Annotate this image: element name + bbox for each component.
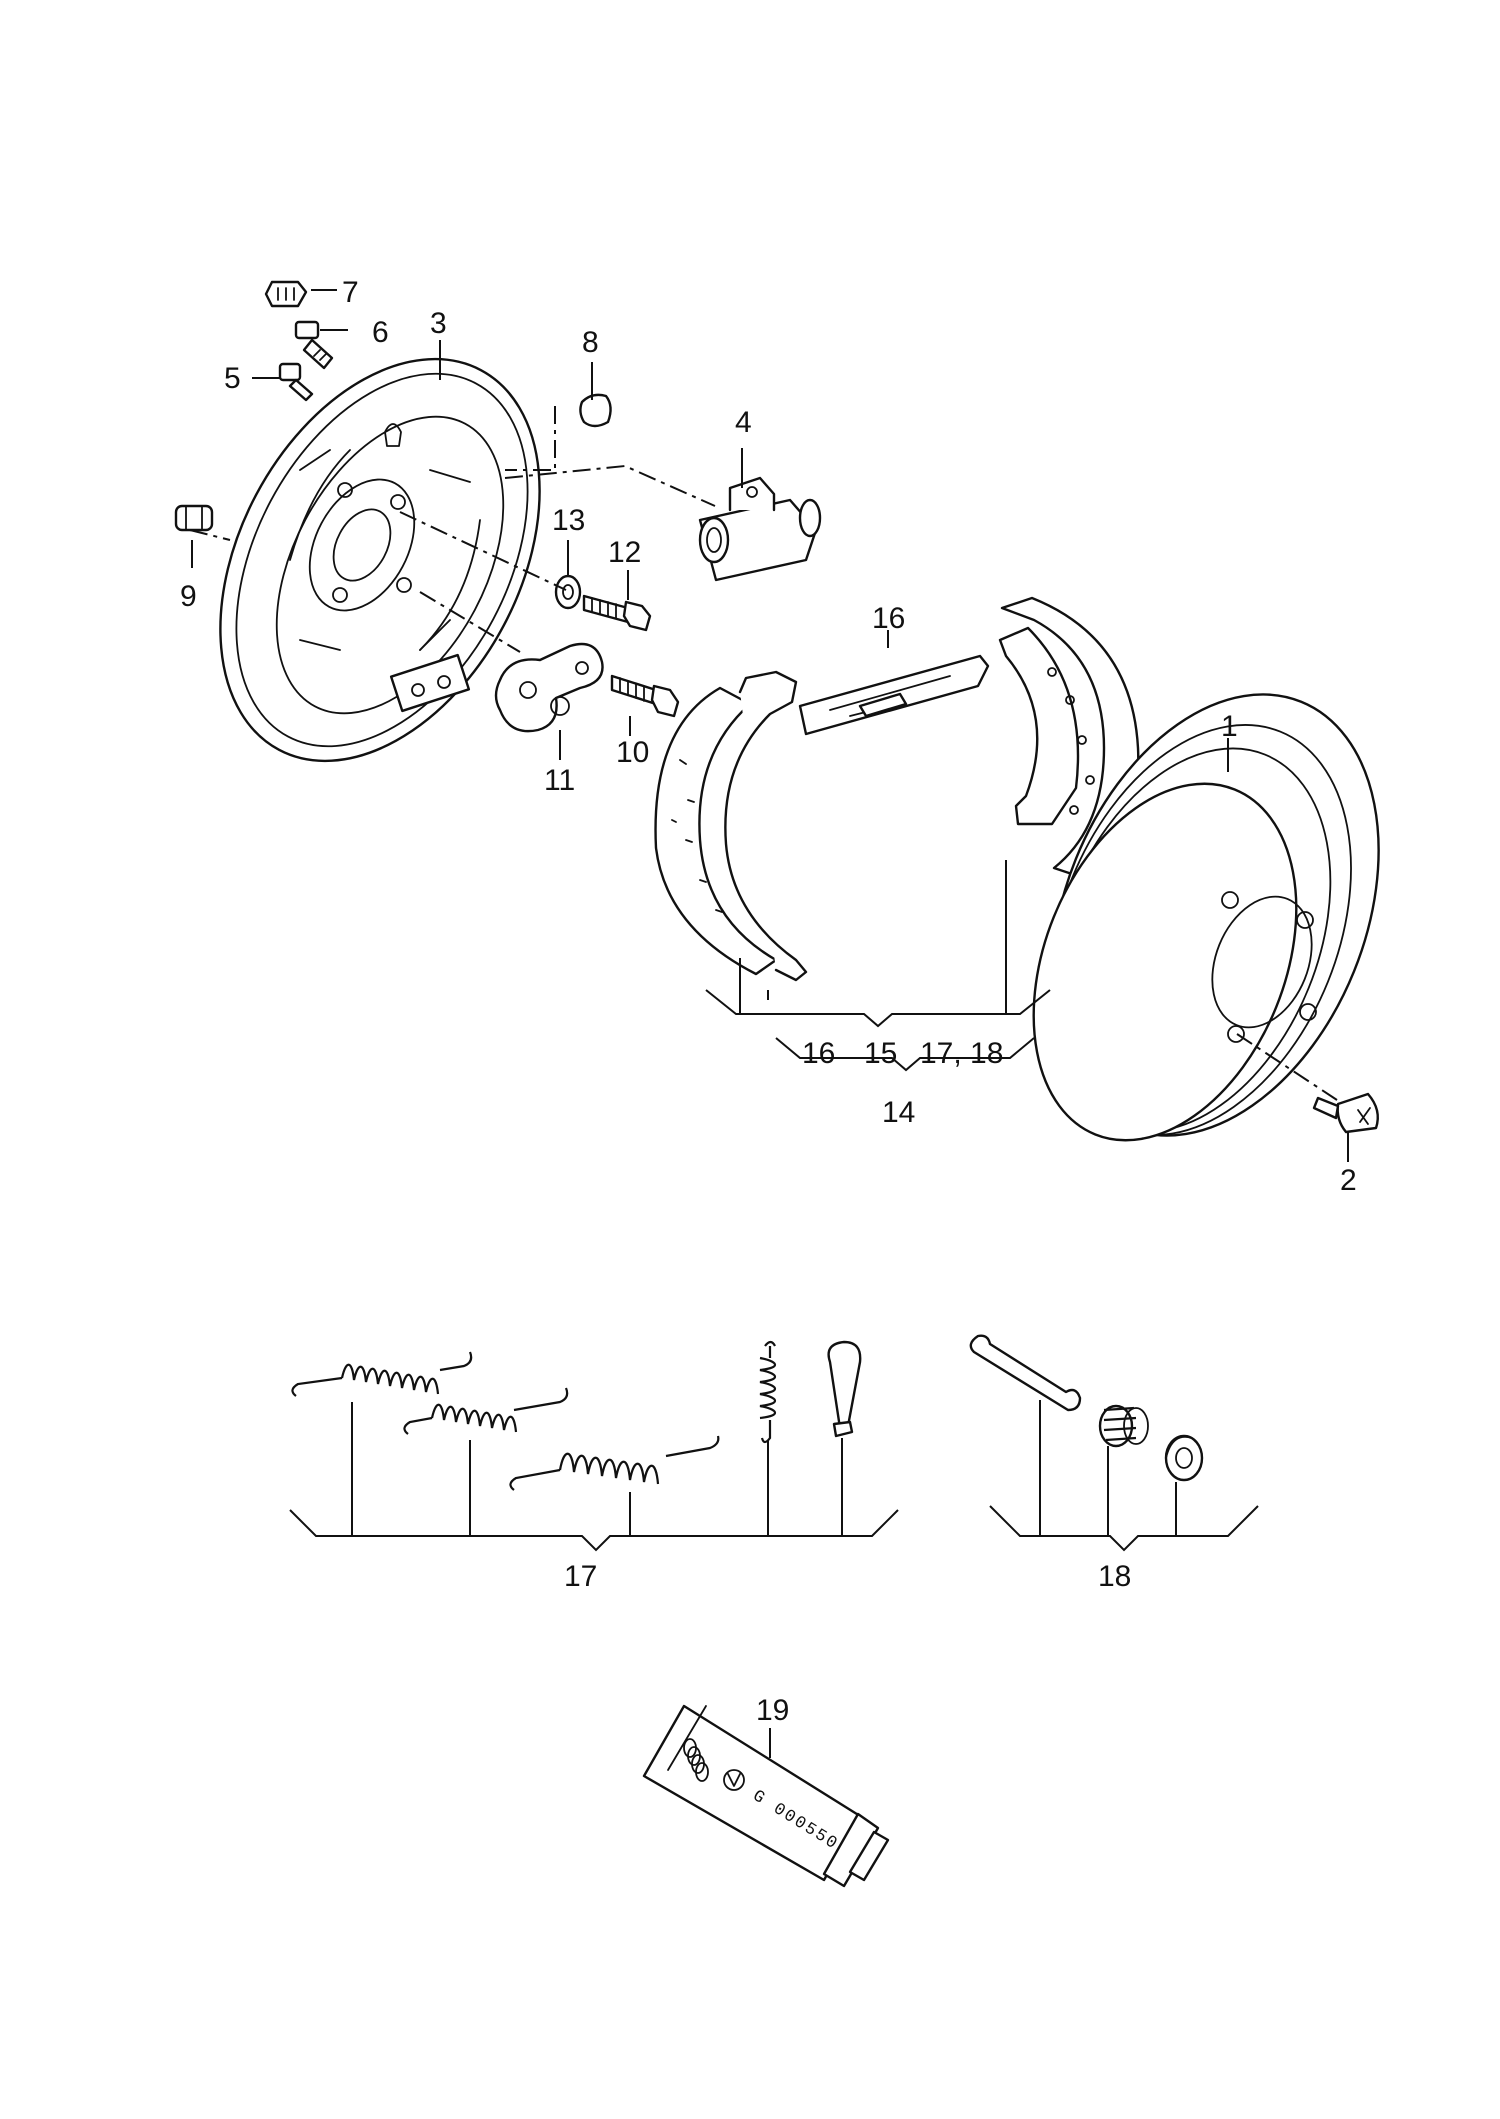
spring-cap xyxy=(1164,1434,1204,1482)
callout-labels: 1 2 3 4 5 6 7 8 9 10 11 12 13 16 16 15 1… xyxy=(180,276,1357,1727)
brake-backing-plate xyxy=(219,357,541,763)
callout-11: 11 xyxy=(544,764,575,797)
lever-arm xyxy=(827,1340,862,1438)
callout-13: 13 xyxy=(552,504,585,537)
callout-1: 1 xyxy=(1221,710,1238,743)
adapter-plate xyxy=(494,642,604,733)
bracket-springs xyxy=(289,1402,899,1552)
callout-5: 5 xyxy=(224,362,241,395)
retaining-pin xyxy=(969,1334,1082,1412)
hex-bolt-lower xyxy=(610,674,680,718)
return-spring-1 xyxy=(291,1351,473,1397)
small-spring xyxy=(759,1340,777,1444)
vw-logo xyxy=(723,1769,745,1791)
countersunk-screw xyxy=(1312,1092,1379,1134)
compression-spring xyxy=(1098,1404,1149,1448)
audi-rings-logo xyxy=(683,1738,709,1782)
callout-15-sub: 15 xyxy=(864,1037,897,1070)
callout-17-18-sub: 17, 18 xyxy=(920,1037,1003,1070)
leader-lines xyxy=(191,289,1349,1758)
adjuster-strut xyxy=(798,654,990,736)
callout-16-top: 16 xyxy=(872,602,905,635)
adjuster-kit xyxy=(969,1334,1204,1482)
plug-cap xyxy=(579,393,612,428)
callout-4: 4 xyxy=(735,406,752,439)
bracket-adjuster xyxy=(989,1400,1259,1552)
callout-7: 7 xyxy=(342,276,359,309)
washer xyxy=(554,574,582,610)
callout-2: 2 xyxy=(1340,1164,1357,1197)
bleeder-valve xyxy=(294,320,334,370)
callout-14: 14 xyxy=(882,1096,915,1129)
callout-3: 3 xyxy=(430,307,447,340)
callout-16-sub: 16 xyxy=(802,1037,835,1070)
callout-6: 6 xyxy=(372,316,389,349)
callout-10: 10 xyxy=(616,736,649,769)
assembly-lines xyxy=(189,406,1338,1101)
spring-set xyxy=(291,1340,862,1491)
grease-tube: G 000550 xyxy=(642,1704,890,1888)
return-spring-3 xyxy=(509,1435,720,1491)
callout-18: 18 xyxy=(1098,1560,1131,1593)
bracket-shoe-assembly xyxy=(705,860,1051,1072)
bleeder-cap xyxy=(264,280,308,308)
callout-17: 17 xyxy=(564,1560,597,1593)
brake-drum xyxy=(1032,693,1380,1142)
hex-bolt-upper xyxy=(582,594,652,632)
screw-small xyxy=(278,362,314,402)
wheel-cylinder xyxy=(698,476,822,582)
rubber-bushing xyxy=(174,504,214,532)
callout-12: 12 xyxy=(608,536,641,569)
return-spring-2 xyxy=(403,1387,569,1435)
callout-8: 8 xyxy=(582,326,599,359)
callout-19: 19 xyxy=(756,1694,789,1727)
callout-9: 9 xyxy=(180,580,197,613)
brake-shoe-left xyxy=(654,670,808,982)
